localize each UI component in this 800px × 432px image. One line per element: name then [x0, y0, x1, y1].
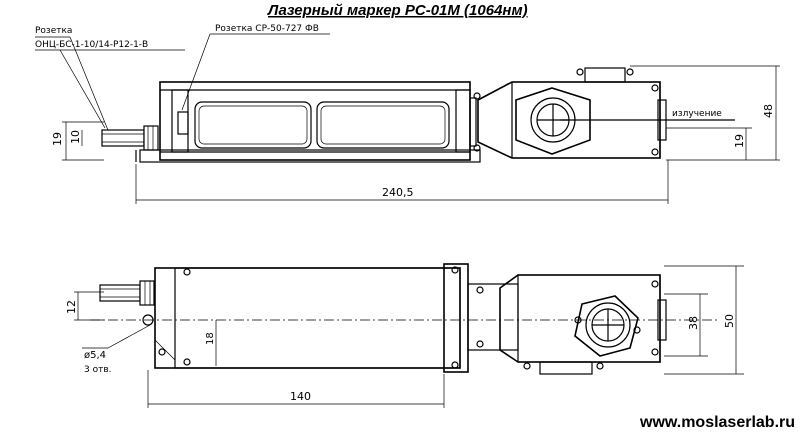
drawing-title: Лазерный маркер РС-01М (1064нм): [267, 2, 528, 19]
dim-bottom-length: 140: [290, 390, 311, 403]
dim-top-left-19: 19: [51, 132, 64, 146]
window-left: [194, 101, 312, 149]
dim-top-left-10: 10: [69, 130, 82, 144]
top-view: Розетка ОНЦ-БС-1-10/14-Р12-1-В Розетка С…: [35, 24, 780, 204]
left-connector-plug: [101, 129, 145, 147]
radiation-label: излучение: [672, 109, 722, 119]
dim-top-length: 240,5: [382, 186, 414, 199]
left-connector-plug-bottom: [99, 284, 141, 302]
socket1-model: ОНЦ-БС-1-10/14-Р12-1-В: [35, 40, 148, 50]
lens-bottom: [585, 302, 631, 348]
dim-bottom-50: 50: [723, 314, 736, 328]
window-right: [316, 101, 450, 149]
dim-bottom-18: 18: [205, 332, 216, 345]
laser-housing-bottom: [154, 267, 461, 369]
socket2-model: Розетка СР-50-727 ФВ: [215, 24, 319, 34]
dim-top-right-19: 19: [733, 134, 746, 148]
dim-bottom-12: 12: [65, 300, 78, 314]
dim-bottom-38: 38: [687, 316, 700, 330]
website-url[interactable]: www.moslaserlab.ru: [639, 414, 795, 431]
bottom-view: 12 18 ø5,4 3 отв. 140 38 50: [65, 263, 744, 408]
hole-count: 3 отв.: [84, 365, 112, 375]
hole-diameter: ø5,4: [84, 350, 106, 361]
dim-top-right-48: 48: [762, 104, 775, 118]
socket1-caption: Розетка: [35, 26, 72, 36]
